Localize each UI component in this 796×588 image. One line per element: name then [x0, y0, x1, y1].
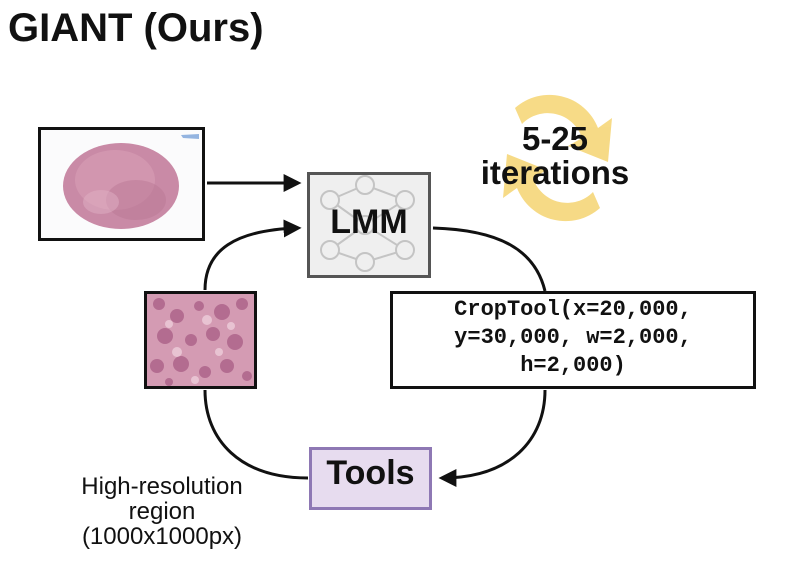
- crop-call-line-2: y=30,000, w=2,000,: [454, 325, 692, 350]
- crop-call-line-1: CropTool(x=20,000,: [454, 297, 692, 322]
- refresh-cycle-icon: [503, 94, 612, 222]
- crop-call-line-3: h=2,000): [520, 353, 626, 378]
- tools-to-patch-connector: [203, 389, 309, 480]
- patch-to-lmm-arrow: [203, 219, 302, 291]
- tissue-slide-image: [41, 130, 202, 238]
- high-resolution-region-label: High-resolution region (1000x1000px): [52, 474, 272, 549]
- lmm-to-call-connector: [432, 226, 547, 292]
- region-label-line-3: (1000x1000px): [81, 523, 243, 550]
- whole-slide-thumbnail: [38, 127, 205, 241]
- call-to-tools-arrow: [438, 389, 547, 487]
- iterations-count: 5-25: [521, 120, 589, 157]
- region-label-line-1: High-resolution: [81, 473, 243, 500]
- iterations-word: iterations: [480, 154, 630, 191]
- region-label-line-2: region: [128, 498, 196, 525]
- tissue-patch-image: [147, 294, 254, 386]
- lmm-label: LMM: [330, 203, 408, 241]
- page-title: GIANT (Ours): [8, 6, 264, 50]
- crop-tool-call-box: [390, 291, 756, 389]
- high-resolution-patch-thumbnail: [144, 291, 257, 389]
- lmm-network-overlay: [320, 175, 415, 272]
- tools-label: Tools: [326, 454, 415, 492]
- crop-tool-call-text: CropTool(x=20,000, y=30,000, w=2,000, h=…: [390, 296, 756, 380]
- tools-box: [309, 447, 432, 510]
- iterations-label: 5-25 iterations: [470, 122, 640, 190]
